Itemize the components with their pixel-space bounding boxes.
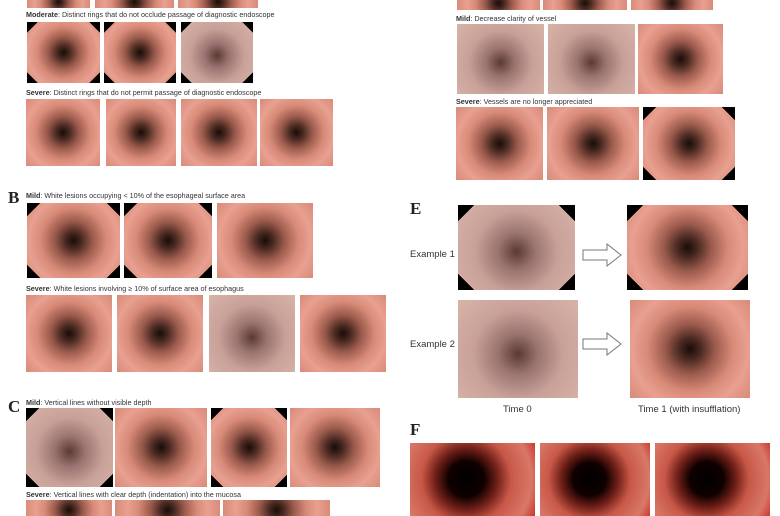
endoscopy-image bbox=[458, 205, 575, 290]
endoscopy-image bbox=[26, 408, 113, 487]
endoscopy-image bbox=[115, 408, 207, 487]
panel-a-severe-caption: Severe: Distinct rings that do not permi… bbox=[26, 88, 261, 97]
caption-text: : White lesions occupying < 10% of the e… bbox=[40, 191, 246, 200]
endoscopy-image bbox=[458, 300, 578, 398]
endoscopy-image bbox=[410, 443, 535, 516]
time-1-label: Time 1 (with insufflation) bbox=[638, 404, 741, 415]
panel-b-mild-caption: Mild: White lesions occupying < 10% of t… bbox=[26, 191, 245, 200]
caption-text: : Distinct rings that do not occlude pas… bbox=[57, 10, 275, 19]
endoscopy-image bbox=[260, 99, 333, 166]
endoscopy-image bbox=[181, 22, 253, 83]
panel-b-letter: B bbox=[8, 188, 20, 207]
endoscopy-image bbox=[655, 443, 770, 516]
endoscopy-image bbox=[124, 203, 212, 278]
grade-label: Severe bbox=[26, 88, 50, 97]
endoscopy-image bbox=[457, 24, 544, 94]
endoscopy-image bbox=[95, 0, 174, 8]
caption-text: : Distinct rings that do not permit pass… bbox=[49, 88, 262, 97]
grade-label: Severe bbox=[456, 97, 480, 106]
endoscopy-image bbox=[27, 203, 120, 278]
endoscopy-image bbox=[26, 99, 100, 166]
endoscopy-image bbox=[290, 408, 380, 487]
panel-c-letter: C bbox=[8, 397, 21, 416]
endoscopy-image bbox=[217, 203, 313, 278]
endoscopy-image bbox=[543, 0, 627, 10]
endoscopy-image bbox=[181, 99, 257, 166]
example-1-label: Example 1 bbox=[410, 249, 455, 260]
endoscopy-image bbox=[540, 443, 650, 516]
panel-a-moderate-caption: Moderate: Distinct rings that do not occ… bbox=[26, 10, 275, 19]
endoscopy-image bbox=[630, 300, 750, 398]
grade-label: Mild bbox=[26, 191, 41, 200]
endoscopy-image bbox=[631, 0, 713, 10]
panel-c-mild-caption: Mild: Vertical lines without visible dep… bbox=[26, 398, 151, 407]
grade-label: Mild bbox=[26, 398, 41, 407]
endoscopy-image bbox=[106, 99, 176, 166]
endoscopy-image bbox=[115, 500, 220, 516]
example-2-label: Example 2 bbox=[410, 339, 455, 350]
grade-label: Moderate bbox=[26, 10, 58, 19]
panel-d-mild-caption: Mild: Decrease clarity of vessel bbox=[456, 14, 556, 23]
grade-label: Severe bbox=[26, 284, 50, 293]
endoscopy-image bbox=[26, 295, 112, 372]
endoscopy-image bbox=[27, 0, 90, 8]
endoscopy-image bbox=[548, 24, 635, 94]
right-arrow-icon bbox=[582, 243, 622, 267]
caption-text: : Decrease clarity of vessel bbox=[470, 14, 557, 23]
endoscopy-image bbox=[456, 107, 543, 180]
endoscopy-image bbox=[104, 22, 176, 83]
endoscopy-image bbox=[178, 0, 258, 8]
endoscopy-image bbox=[211, 408, 287, 487]
endoscopy-image bbox=[209, 295, 295, 372]
caption-text: : Vertical lines without visible depth bbox=[40, 398, 152, 407]
panel-c-severe-caption: Severe: Vertical lines with clear depth … bbox=[26, 490, 241, 499]
caption-text: : Vessels are no longer appreciated bbox=[479, 97, 593, 106]
grade-label: Severe bbox=[26, 490, 50, 499]
panel-e-letter: E bbox=[410, 199, 422, 218]
endoscopy-image bbox=[547, 107, 639, 180]
endoscopy-image bbox=[300, 295, 386, 372]
endoscopy-image bbox=[26, 500, 112, 516]
panel-b-severe-caption: Severe: White lesions involving ≥ 10% of… bbox=[26, 284, 244, 293]
grade-label: Mild bbox=[456, 14, 471, 23]
endoscopy-image bbox=[627, 205, 748, 290]
endoscopy-image bbox=[223, 500, 330, 516]
endoscopy-image bbox=[457, 0, 540, 10]
caption-text: : Vertical lines with clear depth (inden… bbox=[49, 490, 241, 499]
panel-d-severe-caption: Severe: Vessels are no longer appreciate… bbox=[456, 97, 592, 106]
endoscopy-image bbox=[638, 24, 723, 94]
caption-text: : White lesions involving ≥ 10% of surfa… bbox=[49, 284, 244, 293]
endoscopy-image bbox=[643, 107, 735, 180]
panel-f-letter: F bbox=[410, 420, 421, 439]
right-arrow-icon bbox=[582, 332, 622, 356]
time-0-label: Time 0 bbox=[503, 404, 532, 415]
endoscopy-image bbox=[117, 295, 203, 372]
endoscopy-image bbox=[27, 22, 100, 83]
